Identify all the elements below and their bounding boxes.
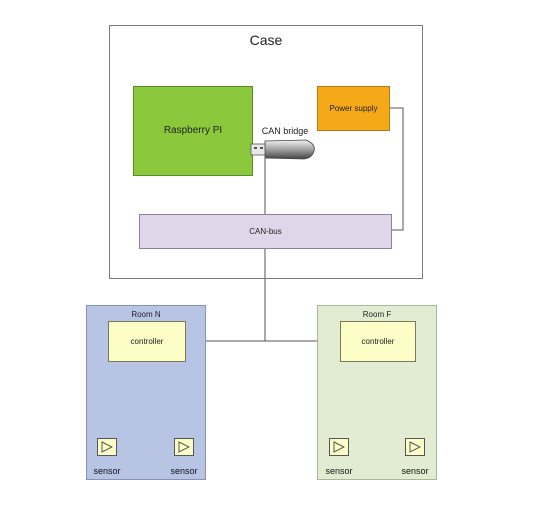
play-triangle-icon (101, 441, 113, 453)
can-bus-box (139, 214, 392, 249)
can-bridge-label: CAN bridge (261, 126, 309, 136)
case-title: Case (249, 32, 283, 48)
room-f-sensor-1-label: sensor (325, 466, 353, 476)
room-n-controller-box (108, 321, 186, 362)
room-f-title: Room F (362, 309, 392, 319)
room-n-sensor-1-label: sensor (93, 466, 121, 476)
play-triangle-icon (178, 441, 190, 453)
play-triangle-icon (409, 441, 421, 453)
room-f-controller-label: controller (361, 336, 395, 346)
usb-dongle-icon (250, 139, 315, 160)
raspberry-pi-label: Raspberry PI (163, 124, 223, 136)
room-f-sensor-2-label: sensor (401, 466, 429, 476)
power-to-bus-wire (390, 107, 404, 231)
power-supply-box (317, 86, 390, 131)
play-triangle-icon (333, 441, 345, 453)
room-n-sensor-2-label: sensor (170, 466, 198, 476)
room-n-title: Room N (131, 309, 161, 319)
case-container (109, 25, 423, 279)
power-supply-label: Power supply (329, 103, 378, 113)
can-bus-label: CAN-bus (249, 226, 282, 236)
room-f-controller-box (340, 321, 416, 362)
raspberry-pi-box (133, 86, 253, 176)
room-n-controller-label: controller (130, 336, 164, 346)
